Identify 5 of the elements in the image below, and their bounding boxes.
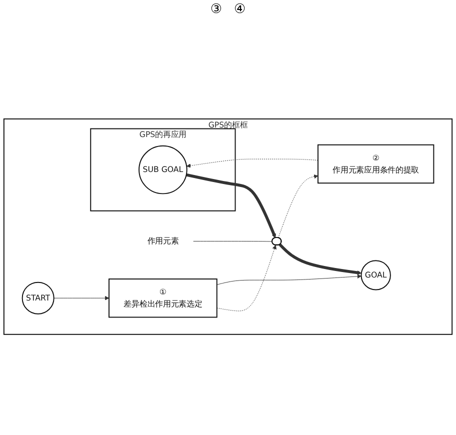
arrow (186, 174, 276, 238)
callout-number: ③ (210, 2, 222, 17)
callout-number: ④ (234, 2, 246, 17)
arrow (278, 244, 362, 276)
connector (193, 241, 273, 242)
